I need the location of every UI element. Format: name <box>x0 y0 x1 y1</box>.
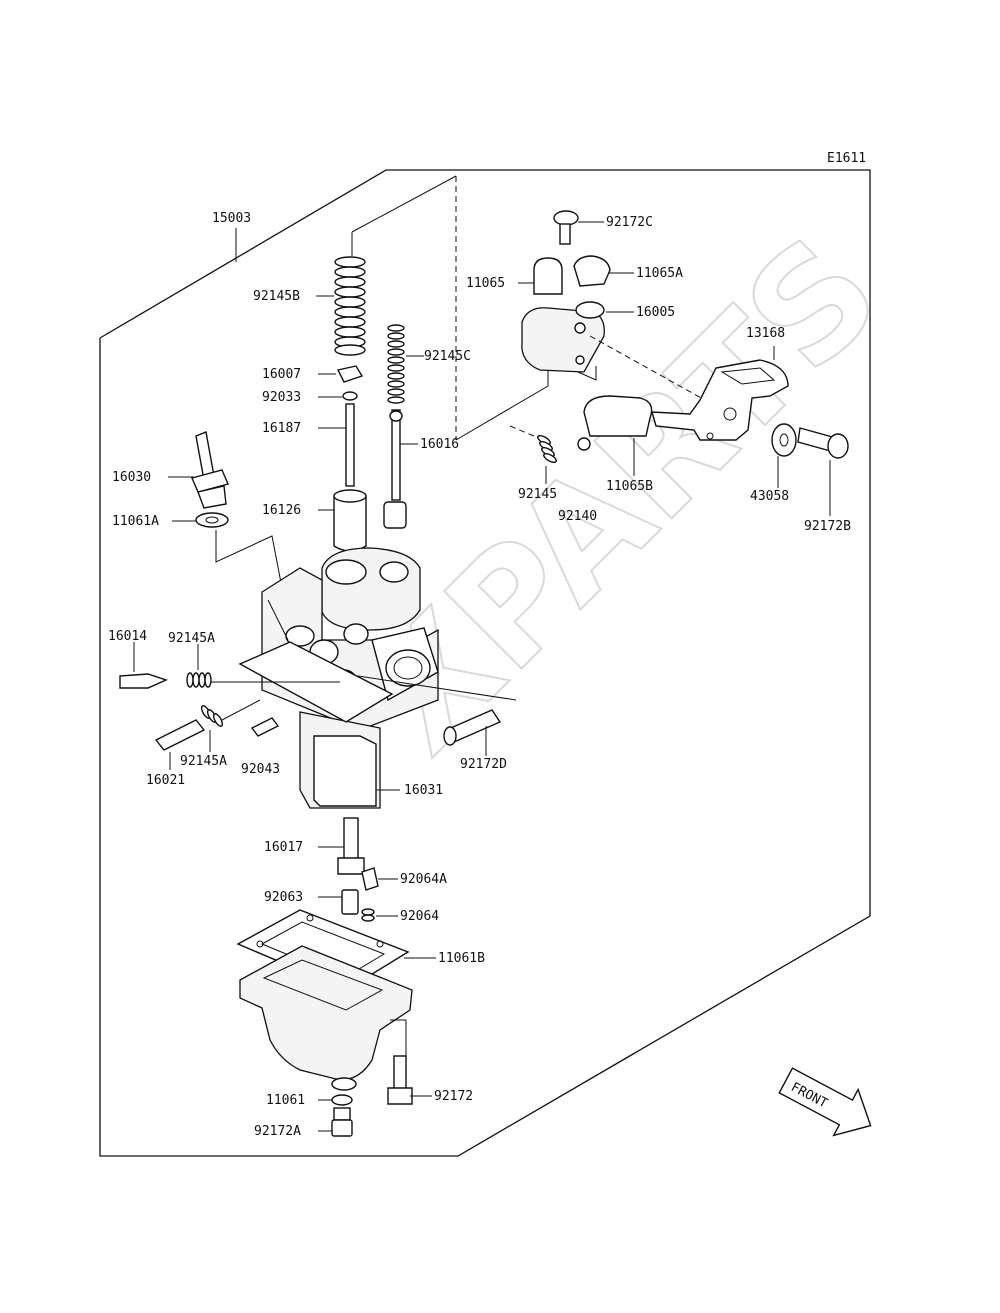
label-11065B: 11065B <box>606 479 653 494</box>
label-92033: 92033 <box>262 390 301 405</box>
drain-screw <box>331 1107 353 1137</box>
pilot-air-screw <box>119 673 168 689</box>
lever-cover <box>583 395 653 437</box>
label-92063: 92063 <box>264 890 303 905</box>
throttle-valve <box>333 489 367 552</box>
guide-line-spring <box>509 425 535 437</box>
jet-needle <box>345 403 355 487</box>
lever-spring <box>537 434 557 464</box>
label-11061B: 11061B <box>438 951 485 966</box>
label-16017: 16017 <box>264 840 303 855</box>
front-arrow-icon: FRONT <box>778 1067 872 1137</box>
label-16007: 16007 <box>262 367 301 382</box>
needle-circlip <box>342 391 358 401</box>
label-16005: 16005 <box>636 305 675 320</box>
label-92145A-2: 92145A <box>180 754 227 769</box>
guide-line-body-a <box>267 599 289 641</box>
diagram-code: E1611 <box>827 151 866 166</box>
idle-screw <box>154 719 206 751</box>
needle-clip-plate <box>336 365 364 383</box>
needle-jet-holder <box>337 817 365 875</box>
label-11061A: 11061A <box>112 514 159 529</box>
detent-ball <box>577 437 591 451</box>
carburetor-body <box>238 547 439 809</box>
lever-top-screw <box>553 210 579 245</box>
float-bowl <box>239 945 413 1091</box>
float-pin <box>250 717 280 737</box>
lever-cap-a <box>573 255 611 287</box>
label-16187: 16187 <box>262 421 301 436</box>
idle-screw-spring <box>200 705 224 727</box>
choke-lever <box>651 359 789 441</box>
label-15003: 15003 <box>212 211 251 226</box>
label-92172A: 92172A <box>254 1124 301 1139</box>
drain-washer <box>331 1094 353 1106</box>
choke-plunger <box>383 409 407 529</box>
label-92064: 92064 <box>400 909 439 924</box>
guide-line-idle-screw <box>221 699 261 721</box>
float-bowl-screw <box>387 1055 413 1105</box>
label-11065A: 11065A <box>636 266 683 281</box>
main-jet <box>341 889 359 915</box>
lever-pivot-screw <box>797 427 849 459</box>
choke-lever-holder <box>521 301 605 373</box>
lever-washer <box>771 423 797 457</box>
label-16016: 16016 <box>420 437 459 452</box>
fuel-inlet-fitting <box>191 431 229 509</box>
label-11061: 11061 <box>266 1093 305 1108</box>
label-92145C: 92145C <box>424 349 471 364</box>
inlet-washer <box>195 512 229 528</box>
label-92172C: 92172C <box>606 215 653 230</box>
guide-line-throttle-screw <box>357 675 517 701</box>
throttle-spring <box>334 256 366 356</box>
guide-line-top <box>351 175 457 233</box>
label-92172B: 92172B <box>804 519 851 534</box>
o-ring-upper <box>361 867 379 891</box>
label-13168: 13168 <box>746 326 785 341</box>
label-92172: 92172 <box>434 1089 473 1104</box>
guide-line-holder <box>455 370 549 441</box>
label-92172D: 92172D <box>460 757 507 772</box>
label-92145: 92145 <box>518 487 557 502</box>
assembly-outline <box>99 169 871 1157</box>
label-16021: 16021 <box>146 773 185 788</box>
guide-line-holder-b <box>577 366 597 381</box>
label-92140: 92140 <box>558 509 597 524</box>
label-92043: 92043 <box>241 762 280 777</box>
pilot-screw-spring <box>186 672 212 688</box>
label-16126: 16126 <box>262 503 301 518</box>
label-16014: 16014 <box>108 629 147 644</box>
choke-spring <box>387 324 405 404</box>
label-11065: 11065 <box>466 276 505 291</box>
lever-cap <box>533 257 563 295</box>
label-16031: 16031 <box>404 783 443 798</box>
label-92145A-1: 92145A <box>168 631 215 646</box>
o-ring-lower <box>361 908 375 922</box>
label-92064A: 92064A <box>400 872 447 887</box>
label-16030: 16030 <box>112 470 151 485</box>
label-92145B: 92145B <box>253 289 300 304</box>
label-43058: 43058 <box>750 489 789 504</box>
